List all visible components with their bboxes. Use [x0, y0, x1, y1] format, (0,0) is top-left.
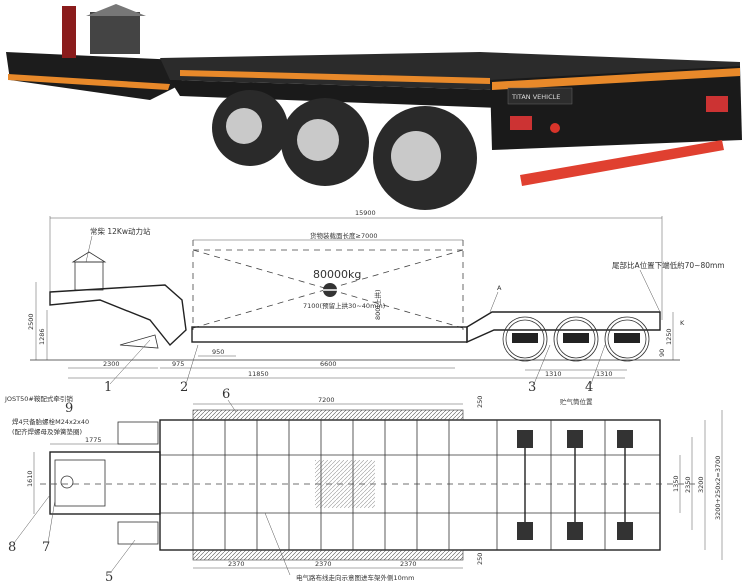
- dim-2370-b: 2370: [315, 560, 332, 568]
- plan-view-drawing: JOST50#鞍配式牵引销 9 焊4只备胎螺栓M24x2x40 (配齐焊螺母及弹…: [4, 387, 723, 584]
- brand-logo: TITAN VEHICLE: [511, 93, 560, 101]
- callout-2: 2: [180, 380, 188, 395]
- side-wheel: [502, 316, 548, 362]
- rear-logo-plate: [507, 87, 573, 105]
- tail-light-left: [510, 116, 532, 130]
- air-tank-note: 贮气筒位置: [560, 397, 593, 406]
- dim-width-formula: 3200+250x2=3700: [714, 456, 722, 520]
- wiring-note: 电气路布线走向示意图进车架外侧10mm: [296, 573, 414, 582]
- dim-overall-length: 15900: [355, 209, 376, 217]
- axle-plan: [517, 430, 533, 540]
- reflector-left: [550, 123, 560, 133]
- deck-stripe: [180, 70, 490, 84]
- side-extension-bottom: [192, 549, 464, 561]
- side-wheel: [604, 316, 650, 362]
- dim-3200: 3200: [697, 476, 705, 493]
- cargo-length-note: 货物装载面长度≥7000: [310, 231, 378, 240]
- camber-note: 7100(预留上拱30~40mm): [303, 301, 385, 310]
- axle-plan: [567, 430, 583, 540]
- crossmembers: [192, 420, 606, 550]
- dim-2370-c: 2370: [400, 560, 417, 568]
- dim-height-gooseneck: 1286: [38, 328, 46, 345]
- dim-axle-spacing-2: 1310: [596, 370, 613, 378]
- gooseneck-stripe: [8, 74, 170, 90]
- callout-3: 3: [528, 380, 536, 395]
- rear-stripe: [492, 68, 740, 90]
- dim-11850: 11850: [248, 370, 269, 378]
- tail-light-right: [706, 96, 728, 112]
- trailer-photo: TITAN VEHICLE: [6, 4, 742, 210]
- dim-1610: 1610: [26, 470, 34, 487]
- dim-1350: 1350: [672, 475, 680, 492]
- kingpin-note: JOST50#鞍配式牵引销: [4, 394, 73, 403]
- dim-2370-a: 2370: [228, 560, 245, 568]
- spare-bolt-note: 焊4只备胎螺栓M24x2x40: [12, 417, 89, 426]
- callout-6: 6: [222, 387, 230, 402]
- point-a: A: [497, 284, 502, 292]
- point-k: K: [680, 319, 685, 327]
- dim-6600: 6600: [320, 360, 337, 368]
- dim-rear-low: 90: [658, 349, 666, 357]
- deck-side: [170, 80, 500, 108]
- power-station-roof: [86, 4, 146, 16]
- power-station-note: 常柴 12Kw动力站: [90, 226, 151, 236]
- dim-950: 950: [212, 348, 224, 356]
- dim-975: 975: [172, 360, 184, 368]
- dim-2300: 2300: [103, 360, 120, 368]
- side-extension-top: [192, 409, 464, 421]
- wheel: [281, 98, 369, 186]
- power-station: [90, 12, 140, 54]
- hydraulic-cylinder: [62, 6, 76, 58]
- callout-1: 1: [104, 380, 112, 395]
- dim-2350: 2350: [684, 476, 692, 493]
- side-view-drawing: 15900 常柴 12Kw动力站 货物装载面长度≥7000 80000kg 71…: [27, 209, 725, 395]
- dim-7200: 7200: [318, 396, 335, 404]
- callout-5: 5: [105, 570, 113, 584]
- cross-hatch-area: [315, 460, 375, 508]
- callout-4: 4: [585, 380, 593, 395]
- wheel: [212, 90, 288, 166]
- callout-7: 7: [42, 540, 50, 555]
- callout-9: 9: [65, 401, 73, 416]
- dim-1775: 1775: [85, 436, 102, 444]
- spare-bolt-note-2: (配齐焊螺母及弹簧垫圈): [12, 427, 82, 436]
- deck-height-note: 800(上拱): [373, 290, 382, 320]
- dim-axle-spacing-1: 1310: [545, 370, 562, 378]
- dim-height-total: 2500: [27, 313, 35, 330]
- dim-rear-height: 1250: [665, 328, 673, 345]
- bumper-stripe: [520, 140, 724, 186]
- wheel: [373, 106, 477, 210]
- cargo-weight: 80000kg: [313, 268, 361, 281]
- axle-plan: [617, 430, 633, 540]
- callout-8: 8: [8, 540, 16, 555]
- rear-note: 尾部比A位置下端低約70~80mm: [612, 260, 725, 270]
- dim-250-top: 250: [476, 396, 484, 408]
- dim-250-bottom: 250: [476, 553, 484, 565]
- side-wheel: [553, 316, 599, 362]
